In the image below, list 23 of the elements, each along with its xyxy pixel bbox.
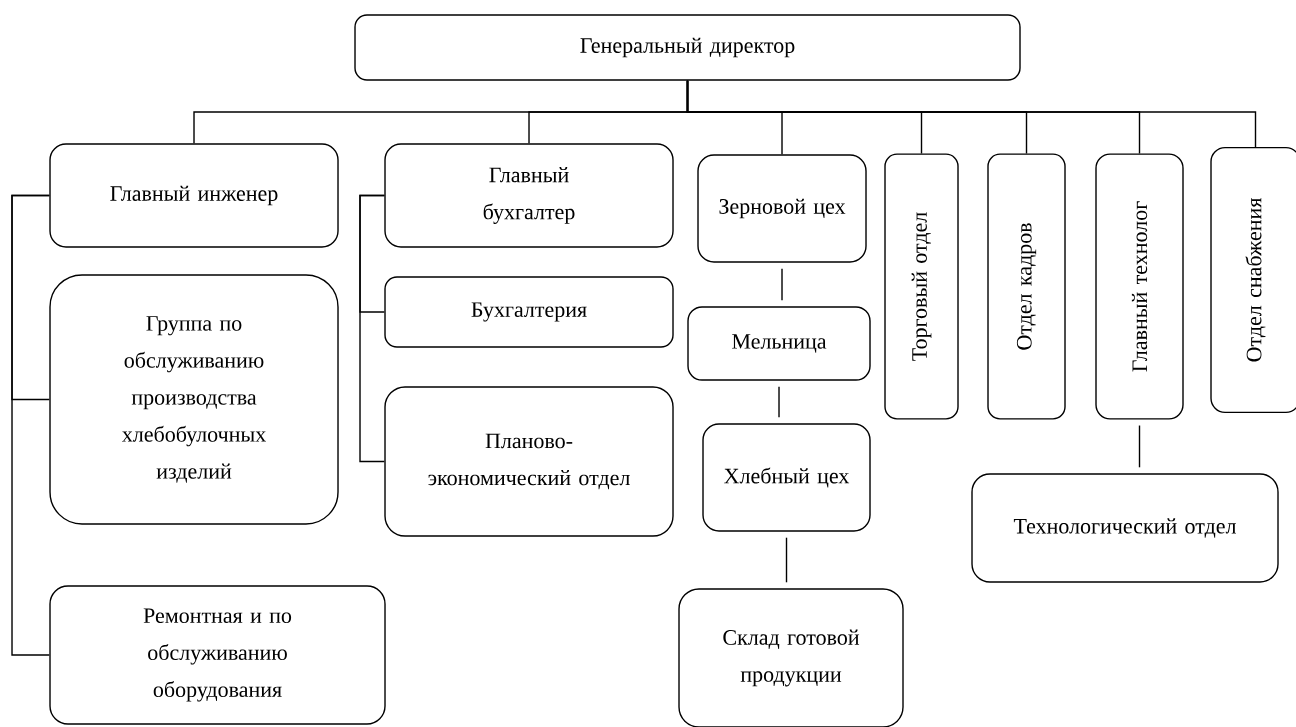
org-box: Планово-экономический отдел <box>384 386 674 537</box>
connector-line <box>359 194 385 463</box>
org-box: Склад готовой продукции <box>678 588 904 727</box>
connector-line <box>785 537 788 583</box>
org-box: Зерновой цех <box>697 154 867 263</box>
connector-line <box>778 386 780 418</box>
org-box: Мельница <box>687 306 871 381</box>
org-box: Бухгалтерия <box>384 276 674 348</box>
org-box: Технологический отдел <box>971 473 1279 583</box>
org-box: Генеральный директор <box>354 14 1021 81</box>
org-box: Торговый отдел <box>884 153 959 420</box>
org-box: Главный технолог <box>1095 153 1184 420</box>
connector-line <box>1138 424 1141 468</box>
org-box: Главный инженер <box>49 143 339 248</box>
connector-line <box>11 194 50 656</box>
org-box: Хлебный цех <box>702 423 871 532</box>
connector-line <box>781 268 783 301</box>
org-box: Отдел кадров <box>987 153 1066 420</box>
org-box: Ремонтная и по обслуживанию оборудования <box>49 585 386 725</box>
org-box: Группа по обслуживанию производства хлебобулочных изделий <box>49 274 339 525</box>
org-box: Главный бухгалтер <box>384 143 674 248</box>
org-box: Отдел снабжения <box>1210 146 1296 414</box>
connector-line <box>686 80 1257 148</box>
